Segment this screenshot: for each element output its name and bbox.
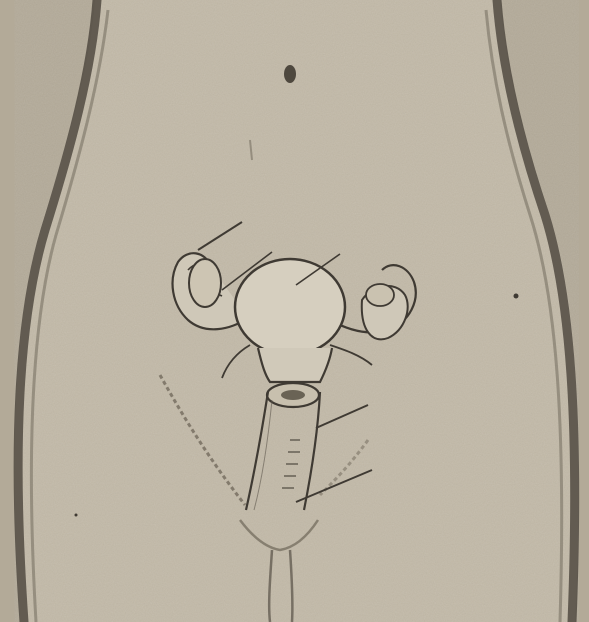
uterus-body <box>235 259 345 355</box>
paper-speck <box>514 294 519 299</box>
left-ovary <box>189 259 221 307</box>
navel <box>284 65 296 83</box>
right-ovary <box>366 284 394 306</box>
uterine-cervix <box>258 348 332 382</box>
cervical-os <box>281 390 305 400</box>
paper-speck <box>75 514 78 517</box>
